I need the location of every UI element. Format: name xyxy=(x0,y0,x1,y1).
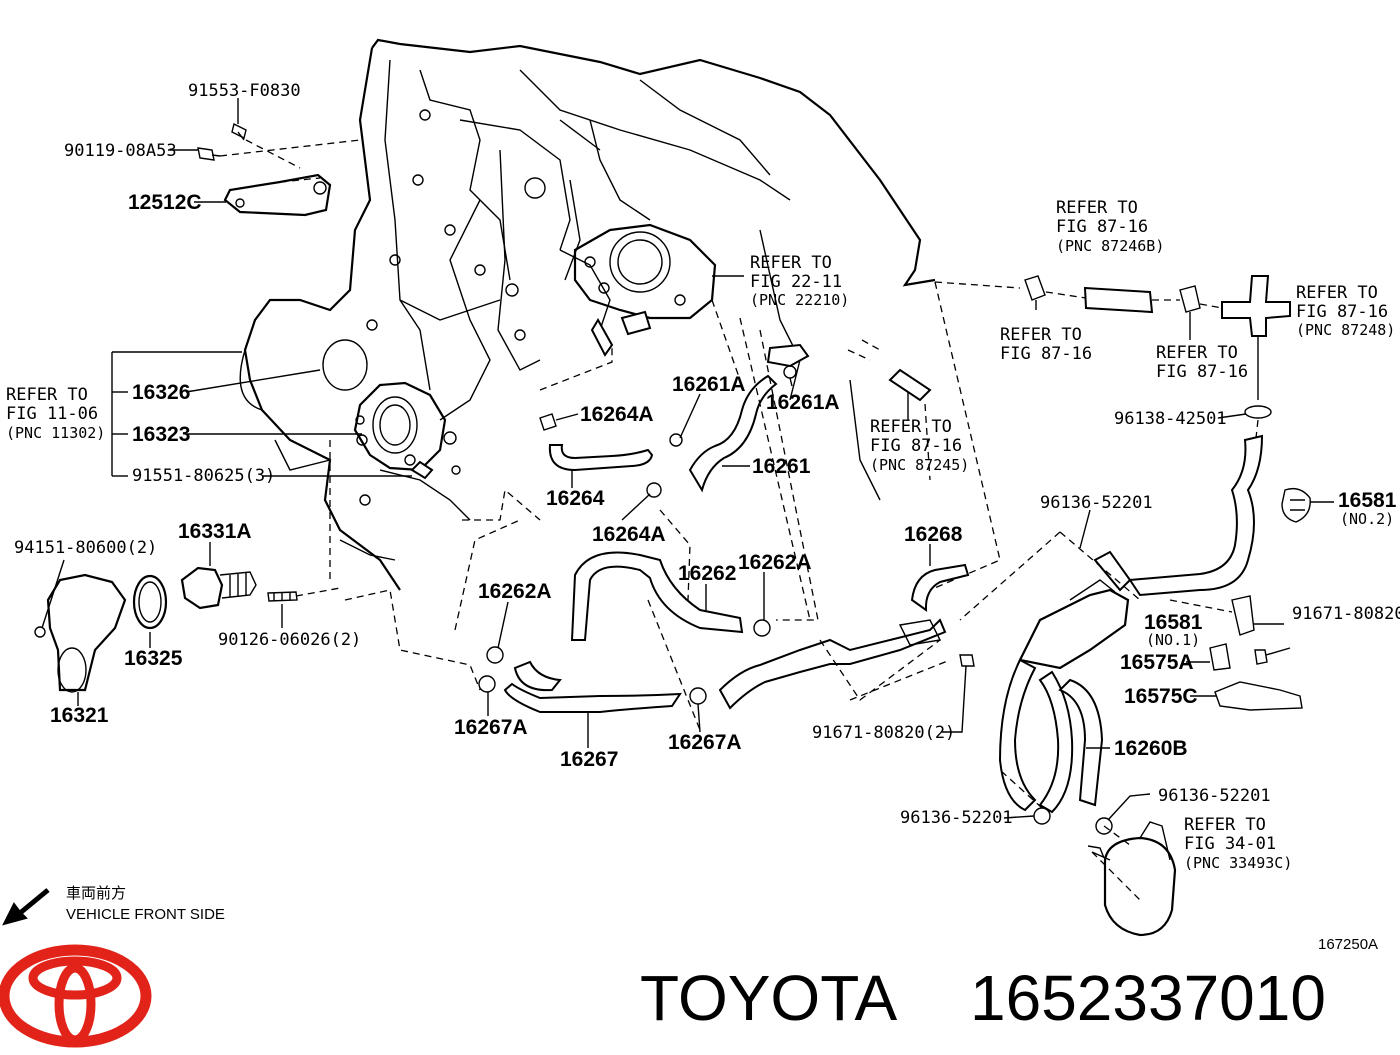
label-16264a-2: 16264A xyxy=(592,523,666,546)
hoses-right xyxy=(998,275,1311,937)
label-91671-80820: 91671-80820 xyxy=(1292,604,1400,624)
label-91671-80820-2: 91671-80820(2) xyxy=(812,723,955,743)
label-16262: 16262 xyxy=(678,562,736,585)
label-refer-tb-2: FIG 22-11 xyxy=(750,272,842,292)
label-16262a-2: 16262A xyxy=(738,551,812,574)
label-96136-52201-a: 96136-52201 xyxy=(1040,493,1153,513)
part-number: 1652337010 xyxy=(970,962,1326,1034)
label-refer-87-b-2: FIG 87-16 xyxy=(1156,362,1248,382)
vehicle-front-indicator: 車両前方 VEHICLE FRONT SIDE xyxy=(2,885,225,926)
label-refer-left-3: (PNC 11302) xyxy=(6,424,105,442)
label-refer-3401-3: (PNC 33493C) xyxy=(1184,854,1292,872)
label-16575c: 16575C xyxy=(1124,685,1198,708)
label-16331a: 16331A xyxy=(178,520,252,543)
label-refer-3401-2: FIG 34-01 xyxy=(1184,834,1276,854)
label-refer-87245-2: FIG 87-16 xyxy=(870,436,962,456)
brand-name: TOYOTA xyxy=(640,962,898,1034)
label-16575a: 16575A xyxy=(1120,651,1194,674)
label-16260b: 16260B xyxy=(1114,737,1188,760)
label-96136-52201-b: 96136-52201 xyxy=(1158,786,1271,806)
label-94151-80600: 94151-80600(2) xyxy=(14,538,157,558)
engine-timing-cover xyxy=(239,38,936,591)
label-refer-left-2: FIG 11-06 xyxy=(6,404,98,424)
label-16326: 16326 xyxy=(132,381,190,404)
label-16321: 16321 xyxy=(50,704,109,727)
label-16325: 16325 xyxy=(124,647,183,670)
water-outlet-housing xyxy=(353,381,457,480)
label-refer-87-a-2: FIG 87-16 xyxy=(1000,344,1092,364)
label-16267: 16267 xyxy=(560,748,618,771)
label-91553-f0830: 91553-F0830 xyxy=(188,81,301,101)
leader-lines xyxy=(41,98,1334,821)
label-16261: 16261 xyxy=(752,455,811,478)
label-refer-87248-1: REFER TO xyxy=(1296,283,1378,303)
label-refer-3401-1: REFER TO xyxy=(1184,815,1266,835)
dashed-guide-lines xyxy=(219,139,1259,901)
label-16581-no1-sub: (NO.1) xyxy=(1146,631,1200,649)
label-91551-80625: 91551-80625(3) xyxy=(132,466,275,486)
label-16581-no2: 16581 xyxy=(1338,489,1397,512)
label-refer-87245-3: (PNC 87245) xyxy=(870,456,969,474)
label-refer-87248-2: FIG 87-16 xyxy=(1296,302,1388,322)
label-16268: 16268 xyxy=(904,523,963,546)
throttle-body xyxy=(573,223,717,357)
label-16261a-2: 16261A xyxy=(766,391,840,414)
diagram-code: 167250A xyxy=(1318,936,1378,953)
thermostat-group xyxy=(34,566,298,693)
label-refer-87-a-1: REFER TO xyxy=(1000,325,1082,345)
label-front-en: VEHICLE FRONT SIDE xyxy=(66,906,225,923)
label-refer-left-1: REFER TO xyxy=(6,385,88,405)
label-refer-87246b-1: REFER TO xyxy=(1056,198,1138,218)
label-refer-tb-3: (PNC 22210) xyxy=(750,291,849,309)
label-90126-06026: 90126-06026(2) xyxy=(218,630,361,650)
label-16267a-2: 16267A xyxy=(668,731,742,754)
label-96136-52201-c: 96136-52201 xyxy=(900,808,1013,828)
label-refer-87246b-2: FIG 87-16 xyxy=(1056,217,1148,237)
label-16267a-1: 16267A xyxy=(454,716,528,739)
label-front-jp: 車両前方 xyxy=(66,885,126,902)
toyota-logo xyxy=(0,944,152,1048)
label-refer-87246b-3: (PNC 87246B) xyxy=(1056,237,1164,255)
label-refer-tb-1: REFER TO xyxy=(750,253,832,273)
label-90119-08a53: 90119-08A53 xyxy=(64,141,177,161)
hoses-center xyxy=(478,343,975,713)
label-16262a-1: 16262A xyxy=(478,580,552,603)
label-16261a-1: 16261A xyxy=(672,373,746,396)
label-refer-87248-3: (PNC 87248) xyxy=(1296,321,1395,339)
label-16323: 16323 xyxy=(132,423,190,446)
label-16264a-1: 16264A xyxy=(580,403,654,426)
label-96138-42501: 96138-42501 xyxy=(1114,409,1227,429)
label-refer-87245-1: REFER TO xyxy=(870,417,952,437)
label-16264: 16264 xyxy=(546,487,605,510)
part-labels: 91553-F0830 90119-08A53 12512C REFER TO … xyxy=(6,81,1400,872)
label-12512c: 12512C xyxy=(128,191,202,214)
label-16581-no2-sub: (NO.2) xyxy=(1340,510,1394,528)
label-refer-87-b-1: REFER TO xyxy=(1156,343,1238,363)
bracket-12512c xyxy=(197,122,332,217)
label-16581-no1: 16581 xyxy=(1144,611,1203,634)
